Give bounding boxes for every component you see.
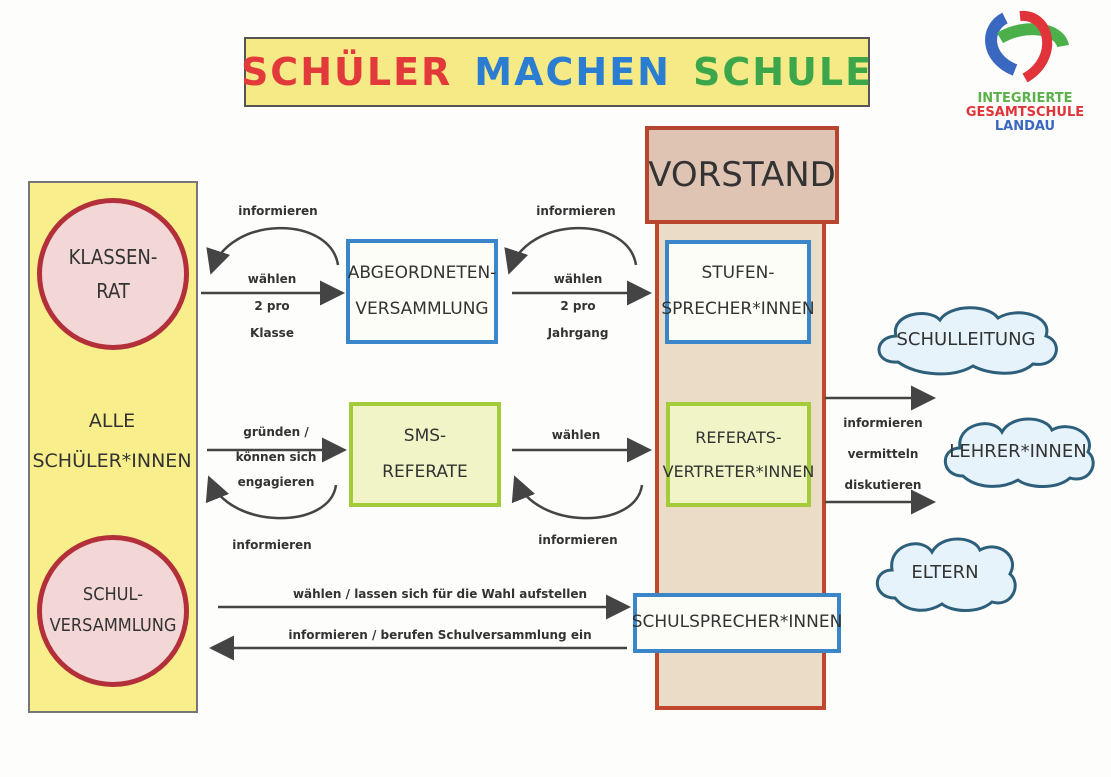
title-word-2: MACHEN (474, 50, 671, 94)
sms-referate-box: SMS- REFERATE (349, 402, 501, 507)
cloud-eltern: ELTERN (870, 530, 1020, 614)
title-word-1: SCHÜLER (240, 50, 453, 94)
label-informieren-4: informieren (538, 533, 618, 547)
cloud-icon (943, 417, 1095, 488)
arrow-informieren-4 (511, 475, 644, 520)
label-informieren-3: informieren (232, 538, 312, 552)
referatsvertreter-box: REFERATS- VERTRETER*INNEN (663, 402, 814, 507)
label-informieren-2: informieren (536, 204, 616, 218)
abgeordnetenversammlung-box: ABGEORDNETEN- VERSAMMLUNG (346, 239, 498, 344)
logo-text-2: GESAMTSCHULE (965, 105, 1085, 120)
school-logo: INTEGRIERTE GESAMTSCHULE LANDAU (945, 8, 1105, 134)
label-external: informieren vermitteln diskutieren (843, 416, 923, 492)
label-waehlen-ref: wählen (551, 428, 601, 442)
klassenrat-circle: KLASSEN- RAT (37, 198, 189, 350)
arrow-informieren-1 (206, 226, 340, 275)
title-banner: SCHÜLER MACHEN SCHULE (240, 37, 874, 107)
label-waehlen-klasse: wählen 2 pro Klasse (247, 272, 297, 340)
cloud-schulleitung: SCHULLEITUNG (868, 302, 1064, 376)
label-waehlen-schulsprecher: wählen / lassen sich für die Wahl aufste… (292, 587, 588, 601)
label-gruenden: gründen / können sich engagieren (235, 425, 317, 489)
label-informieren-schulvers: informieren / berufen Schulversammlung e… (288, 628, 592, 642)
logo-text-3: LANDAU (994, 119, 1056, 134)
schulversammlung-circle: SCHUL- VERSAMMLUNG (37, 535, 189, 687)
alle-schueler-label: ALLE SCHÜLER*INNEN (32, 410, 192, 472)
vorstand-header: VORSTAND (645, 126, 839, 224)
title-word-3: SCHULE (692, 50, 874, 94)
logo-mark-icon (985, 10, 1069, 83)
cloud-icon (875, 537, 1017, 612)
arrow-informieren-2 (504, 226, 638, 275)
arrow-informieren-3 (205, 475, 338, 520)
label-waehlen-jahrgang: wählen 2 pro Jahrgang (547, 272, 609, 340)
stufensprecher-box: STUFEN- SPRECHER*INNEN (661, 240, 815, 344)
schulsprecher-box: SCHULSPRECHER*INNEN (632, 593, 842, 653)
logo-text-1: INTEGRIERTE (977, 91, 1073, 106)
label-informieren-1: informieren (238, 204, 318, 218)
cloud-icon (877, 306, 1058, 376)
cloud-lehrer: LEHRER*INNEN (938, 412, 1098, 490)
